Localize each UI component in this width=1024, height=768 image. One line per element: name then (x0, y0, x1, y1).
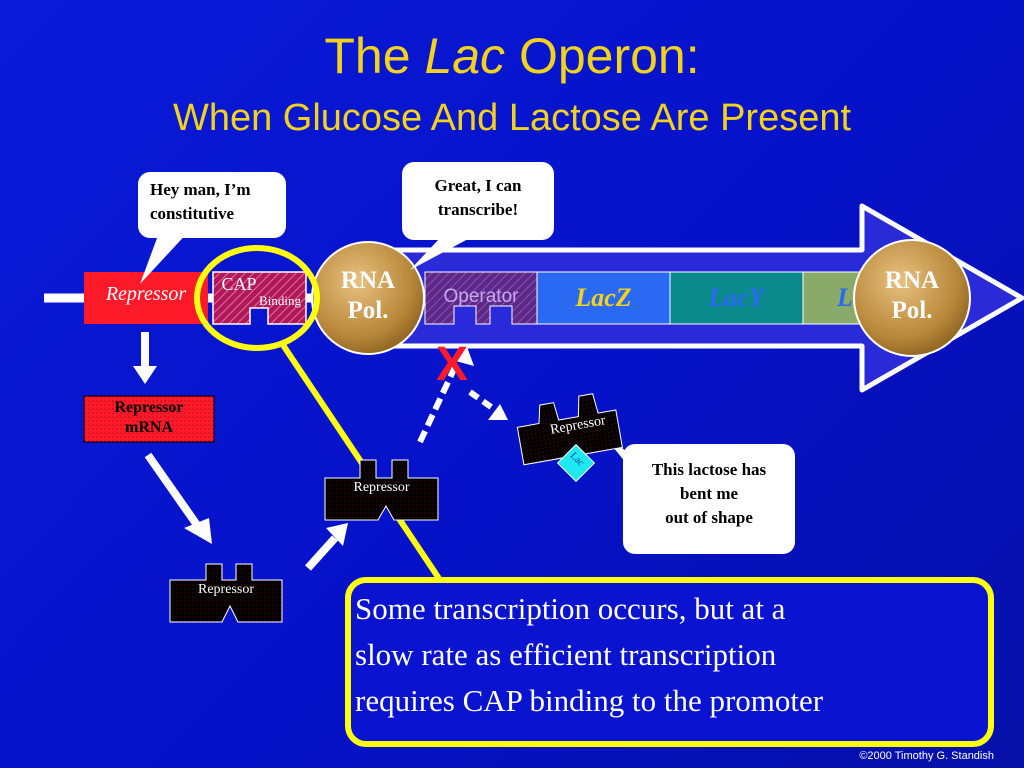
repressor-middle-label: Repressor (353, 480, 410, 495)
cap-label: CAP (221, 274, 257, 294)
summary-text: Some transcription occurs, but at a slow… (355, 586, 985, 724)
arrow-to-inactive-repressor (468, 389, 500, 415)
bubble-tail-repressor (140, 230, 190, 284)
repressor-mrna-label: Repressor mRNA (84, 398, 214, 438)
cap-highlight-circle (194, 245, 320, 351)
repressor-protein-middle (324, 459, 439, 521)
summary-box (345, 577, 994, 747)
blocked-arrow-head (452, 344, 474, 366)
rna-pol-line1: RNA (340, 267, 396, 294)
summary-line2: slow rate as efficient transcription (355, 637, 777, 672)
bubble-polymerase-line2: transcribe! (437, 200, 519, 219)
repressor-protein-bottom (169, 563, 283, 623)
lacz-label: LacZ (575, 283, 632, 312)
repressor-gene-label: Repressor (105, 283, 187, 305)
bubble-lactose-line2: bent me (679, 484, 739, 503)
summary-line3: requires CAP binding to the promoter (355, 683, 824, 718)
rna-polymerase-left (311, 241, 425, 355)
rna-polymerase-left-label: RNA Pol. (318, 266, 418, 326)
arrow-gene-to-mrna-head (133, 366, 157, 384)
bubble-repressor-line1: Hey man, I’m (150, 180, 251, 199)
repressor-mrna (83, 395, 215, 443)
bubble-lactose: This lactose has bent me out of shape (623, 444, 795, 554)
bubble-repressor: Hey man, I’m constitutive (138, 172, 286, 238)
rna-pol-line2: Pol. (891, 297, 933, 324)
title-prefix: The (324, 28, 411, 84)
lacy-label: LacY (708, 283, 765, 312)
rna-pol-line2: Pol. (347, 297, 389, 324)
bubble-lactose-line1: This lactose has (651, 460, 767, 479)
arrow-mrna-to-protein-shaft (144, 452, 201, 528)
rna-polymerase-right (853, 239, 971, 357)
summary-line1: Some transcription occurs, but at a (355, 591, 786, 626)
blocked-x-mark: X (436, 338, 469, 391)
arrow-protein-up-shaft (305, 535, 338, 571)
bubble-tail-polymerase (410, 238, 470, 270)
arrow-to-inactive-head (488, 404, 508, 420)
rna-pol-line1: RNA (884, 267, 940, 294)
lacz-gene (536, 271, 671, 325)
laca-label: L (837, 283, 853, 312)
bubble-polymerase-line1: Great, I can (434, 176, 522, 195)
page-subtitle: When Glucose And Lactose Are Present (172, 97, 852, 139)
bubble-repressor-line2: constitutive (150, 204, 235, 223)
title-italic: Lac (424, 28, 506, 84)
page-title: The Lac Operon: (0, 28, 1024, 84)
cap-binding-label: Binding (259, 293, 301, 308)
operator-label: Operator (443, 286, 519, 307)
repressor-bottom-label: Repressor (198, 582, 254, 597)
rna-polymerase-right-label: RNA Pol. (862, 266, 962, 326)
repressor-mrna-line1: Repressor (114, 399, 184, 416)
copyright: ©2000 Timothy G. Standish (859, 750, 994, 762)
bubble-polymerase: Great, I can transcribe! (402, 162, 554, 240)
lactose-molecule (556, 443, 596, 483)
cap-binding-site (212, 271, 307, 325)
repressor-mrna-line2: mRNA (125, 419, 173, 436)
blocked-arrow-to-operator (417, 350, 465, 444)
arrow-mrna-to-protein-head (184, 518, 212, 544)
title-suffix: Operon: (518, 28, 700, 84)
repressor-gene (84, 272, 208, 324)
bubble-lactose-line3: out of shape (665, 508, 753, 527)
lacy-gene (669, 271, 804, 325)
arrow-protein-up-head (326, 523, 348, 546)
